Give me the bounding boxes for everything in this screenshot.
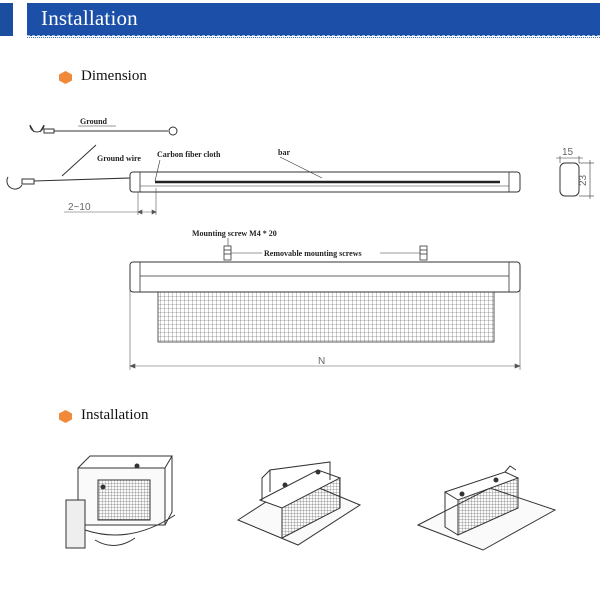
ground-wire-label: Ground wire bbox=[97, 154, 141, 163]
bar-side-view bbox=[129, 171, 521, 193]
profile-cross-section bbox=[556, 156, 594, 199]
header-accent bbox=[0, 3, 13, 36]
header-divider bbox=[27, 37, 600, 38]
mounting-screw-right-icon bbox=[419, 245, 428, 261]
ground-wire-icon bbox=[6, 144, 131, 190]
installation-heading: Installation bbox=[81, 407, 149, 423]
dimension-heading: Dimension bbox=[81, 68, 147, 84]
carbon-fiber-label: Carbon fiber cloth bbox=[157, 150, 221, 159]
removable-screws-label: Removable mounting screws bbox=[264, 249, 362, 258]
bar-label: bar bbox=[278, 148, 290, 157]
wall-mount-installation-icon bbox=[65, 455, 176, 549]
mounting-screw-left-icon bbox=[223, 245, 232, 261]
header-bar bbox=[27, 3, 600, 36]
length-dimension: N bbox=[318, 356, 325, 367]
ground-label: Ground bbox=[80, 117, 108, 126]
surface-mount-installation-icon bbox=[416, 465, 557, 551]
page-title: Installation bbox=[41, 6, 138, 30]
dimension-bullet-icon bbox=[59, 71, 72, 84]
bracket-mount-installation-icon bbox=[236, 461, 362, 546]
profile-width-dimension: 15 bbox=[562, 147, 574, 158]
offset-dimension: 2~10 bbox=[68, 202, 91, 213]
installation-bullet-icon bbox=[59, 410, 72, 423]
ground-lug-icon bbox=[29, 124, 178, 136]
mounting-screw-label: Mounting screw M4 * 20 bbox=[192, 229, 277, 238]
bar-front-view bbox=[129, 261, 521, 343]
profile-height-dimension: 23 bbox=[578, 174, 589, 186]
page-header: Installation bbox=[0, 0, 600, 42]
